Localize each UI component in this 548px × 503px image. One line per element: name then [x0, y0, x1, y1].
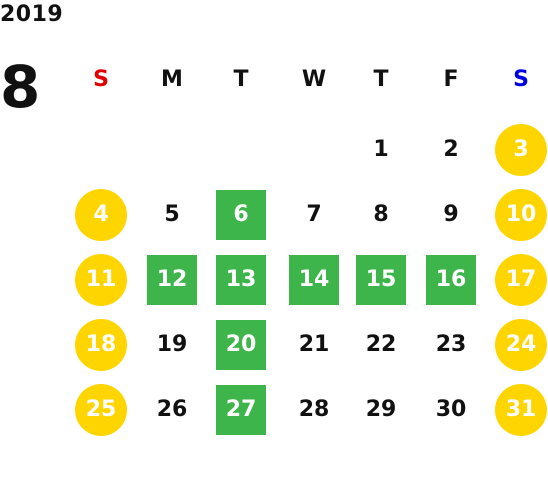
day-cell-27[interactable]: 27 — [216, 385, 266, 435]
day-cell-24[interactable]: 24 — [495, 319, 547, 371]
day-cell-20[interactable]: 20 — [216, 320, 266, 370]
day-cell-22[interactable]: 22 — [365, 332, 397, 357]
day-cell-8[interactable]: 8 — [373, 202, 389, 227]
day-cell-1[interactable]: 1 — [373, 137, 389, 162]
day-cell-16[interactable]: 16 — [426, 255, 476, 305]
day-cell-12[interactable]: 12 — [147, 255, 197, 305]
day-cell-10[interactable]: 10 — [495, 189, 547, 241]
weekday-header: F — [443, 67, 459, 92]
day-cell-29[interactable]: 29 — [365, 397, 397, 422]
day-cell-3[interactable]: 3 — [495, 124, 547, 176]
day-cell-28[interactable]: 28 — [298, 397, 330, 422]
month-number: 8 — [0, 53, 41, 121]
weekday-header: S — [93, 67, 109, 92]
day-cell-26[interactable]: 26 — [156, 397, 188, 422]
day-cell-15[interactable]: 15 — [356, 255, 406, 305]
day-cell-5[interactable]: 5 — [164, 202, 180, 227]
day-cell-23[interactable]: 23 — [435, 332, 467, 357]
day-cell-6[interactable]: 6 — [216, 190, 266, 240]
day-cell-18[interactable]: 18 — [75, 319, 127, 371]
day-cell-21[interactable]: 21 — [298, 332, 330, 357]
day-cell-14[interactable]: 14 — [289, 255, 339, 305]
day-cell-25[interactable]: 25 — [75, 384, 127, 436]
day-cell-13[interactable]: 13 — [216, 255, 266, 305]
weekday-header: M — [161, 67, 183, 92]
weekday-header: T — [373, 67, 389, 92]
day-cell-7[interactable]: 7 — [306, 202, 322, 227]
weekday-header: T — [233, 67, 249, 92]
weekday-header: S — [513, 67, 529, 92]
weekday-header: W — [301, 67, 327, 92]
day-cell-4[interactable]: 4 — [75, 189, 127, 241]
day-cell-9[interactable]: 9 — [443, 202, 459, 227]
day-cell-17[interactable]: 17 — [495, 254, 547, 306]
day-cell-31[interactable]: 31 — [495, 384, 547, 436]
day-cell-19[interactable]: 19 — [156, 332, 188, 357]
day-cell-30[interactable]: 30 — [435, 397, 467, 422]
day-cell-2[interactable]: 2 — [443, 137, 459, 162]
day-cell-11[interactable]: 11 — [75, 254, 127, 306]
year-label: 2019 — [0, 2, 64, 27]
